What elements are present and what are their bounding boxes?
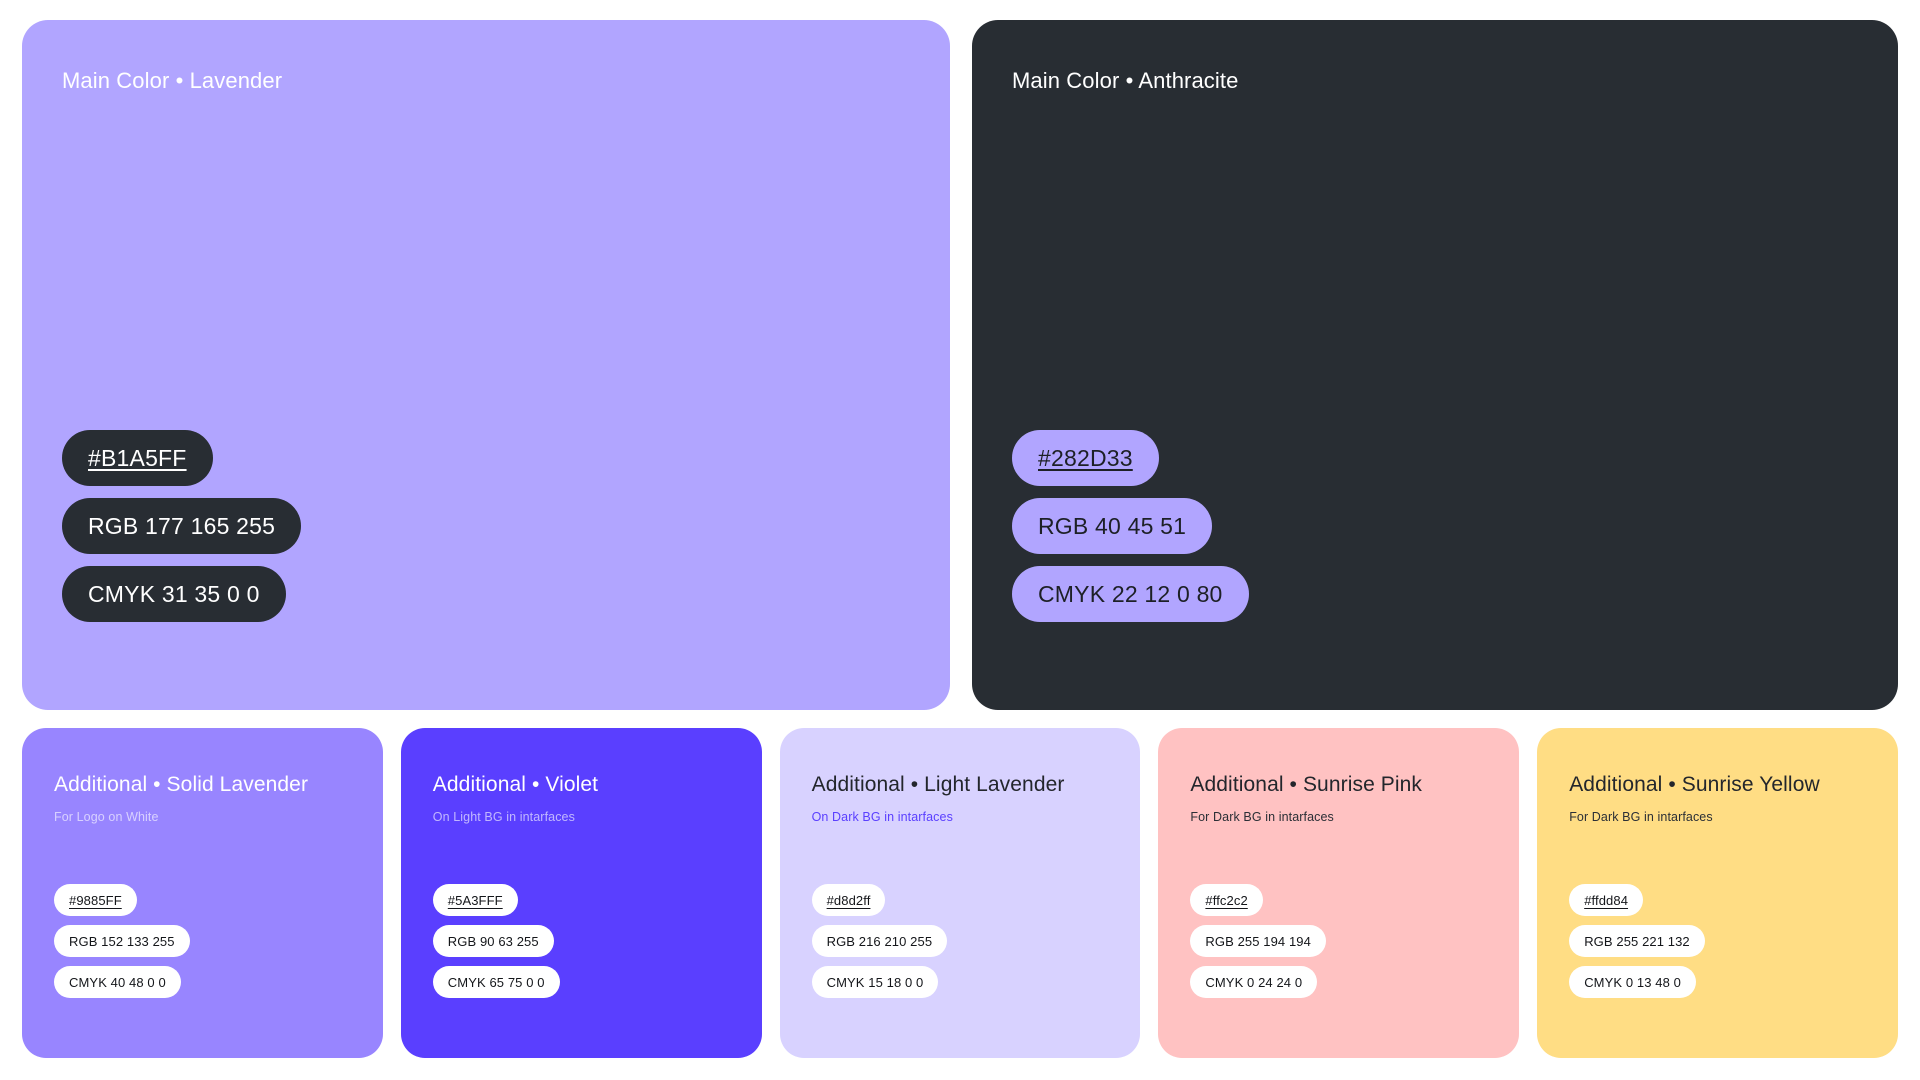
swatch-chip-stack-light-lavender: #d8d2ff RGB 216 210 255 CMYK 15 18 0 0 — [811, 884, 1109, 1024]
additional-color-title-violet: Additional • Violet — [432, 773, 599, 796]
hex-value-lavender: #B1A5FF — [88, 444, 187, 471]
swatch-chip-stack-solid-lavender: #9885FF RGB 152 133 255 CMYK 40 48 0 0 — [54, 884, 351, 1024]
swatch-chip-stack-violet: #5A3FFF RGB 90 63 255 CMYK 65 75 0 0 — [432, 884, 730, 1024]
additional-color-card-violet: Additional • Violet On Light BG in intar… — [400, 728, 762, 1058]
rgb-chip-violet[interactable]: RGB 90 63 255 — [432, 925, 554, 957]
cmyk-chip-sunrise-yellow[interactable]: CMYK 0 13 48 0 — [1569, 966, 1696, 998]
additional-color-card-sunrise-yellow: Additional • Sunrise Yellow For Dark BG … — [1537, 728, 1898, 1058]
additional-color-title-light-lavender: Additional • Light Lavender — [811, 773, 1065, 796]
rgb-chip-anthracite[interactable]: RGB 40 45 51 — [1012, 498, 1213, 554]
main-color-title-anthracite: Main Color • Anthracite — [1012, 68, 1239, 93]
additional-color-title-sunrise-pink: Additional • Sunrise Pink — [1190, 773, 1423, 796]
additional-colors-row: Additional • Solid Lavender For Logo on … — [22, 728, 1898, 1058]
swatch-chip-stack-lavender: #B1A5FF RGB 177 165 255 CMYK 31 35 0 0 — [62, 430, 910, 670]
additional-color-subtitle-solid-lavender: For Logo on White — [54, 810, 159, 825]
additional-color-title-solid-lavender: Additional • Solid Lavender — [54, 773, 309, 796]
hex-chip-solid-lavender[interactable]: #9885FF — [54, 884, 137, 916]
additional-color-subtitle-sunrise-yellow: For Dark BG in intarfaces — [1569, 810, 1713, 825]
hex-chip-anthracite[interactable]: #282D33 — [1012, 430, 1159, 486]
additional-color-card-sunrise-pink: Additional • Sunrise Pink For Dark BG in… — [1158, 728, 1520, 1058]
cmyk-chip-lavender[interactable]: CMYK 31 35 0 0 — [62, 566, 286, 622]
cmyk-chip-sunrise-pink[interactable]: CMYK 0 24 24 0 — [1190, 966, 1318, 998]
hex-value-solid-lavender: #9885FF — [69, 892, 122, 908]
hex-chip-sunrise-yellow[interactable]: #ffdd84 — [1569, 884, 1644, 916]
rgb-chip-sunrise-pink[interactable]: RGB 255 194 194 — [1190, 925, 1326, 957]
hex-chip-sunrise-pink[interactable]: #ffc2c2 — [1190, 884, 1263, 916]
main-color-card-anthracite: Main Color • Anthracite #282D33 RGB 40 4… — [972, 20, 1898, 710]
hex-value-sunrise-yellow: #ffdd84 — [1584, 892, 1629, 908]
cmyk-chip-violet[interactable]: CMYK 65 75 0 0 — [432, 966, 560, 998]
rgb-chip-solid-lavender[interactable]: RGB 152 133 255 — [54, 925, 190, 957]
additional-color-subtitle-sunrise-pink: For Dark BG in intarfaces — [1190, 810, 1334, 825]
swatch-chip-stack-sunrise-pink: #ffc2c2 RGB 255 194 194 CMYK 0 24 24 0 — [1190, 884, 1487, 1024]
swatch-chip-stack-anthracite: #282D33 RGB 40 45 51 CMYK 22 12 0 80 — [1012, 430, 1858, 670]
hex-chip-light-lavender[interactable]: #d8d2ff — [811, 884, 886, 916]
cmyk-chip-solid-lavender[interactable]: CMYK 40 48 0 0 — [54, 966, 181, 998]
hex-value-sunrise-pink: #ffc2c2 — [1205, 892, 1248, 908]
rgb-chip-light-lavender[interactable]: RGB 216 210 255 — [811, 925, 948, 957]
cmyk-chip-anthracite[interactable]: CMYK 22 12 0 80 — [1012, 566, 1249, 622]
additional-color-card-solid-lavender: Additional • Solid Lavender For Logo on … — [22, 728, 383, 1058]
additional-color-subtitle-violet: On Light BG in intarfaces — [432, 810, 575, 825]
cmyk-chip-light-lavender[interactable]: CMYK 15 18 0 0 — [811, 966, 939, 998]
hex-chip-lavender[interactable]: #B1A5FF — [62, 430, 213, 486]
hex-value-violet: #5A3FFF — [447, 892, 503, 908]
main-color-title-lavender: Main Color • Lavender — [62, 68, 283, 93]
additional-color-title-sunrise-yellow: Additional • Sunrise Yellow — [1569, 773, 1820, 796]
additional-color-card-light-lavender: Additional • Light Lavender On Dark BG i… — [779, 728, 1141, 1058]
rgb-chip-lavender[interactable]: RGB 177 165 255 — [62, 498, 302, 554]
hex-chip-violet[interactable]: #5A3FFF — [432, 884, 518, 916]
swatch-chip-stack-sunrise-yellow: #ffdd84 RGB 255 221 132 CMYK 0 13 48 0 — [1569, 884, 1866, 1024]
additional-color-subtitle-light-lavender: On Dark BG in intarfaces — [811, 810, 953, 825]
rgb-chip-sunrise-yellow[interactable]: RGB 255 221 132 — [1569, 925, 1705, 957]
main-color-card-lavender: Main Color • Lavender #B1A5FF RGB 177 16… — [22, 20, 950, 710]
main-colors-row: Main Color • Lavender #B1A5FF RGB 177 16… — [22, 20, 1898, 710]
hex-value-anthracite: #282D33 — [1038, 444, 1133, 471]
hex-value-light-lavender: #d8d2ff — [826, 892, 871, 908]
